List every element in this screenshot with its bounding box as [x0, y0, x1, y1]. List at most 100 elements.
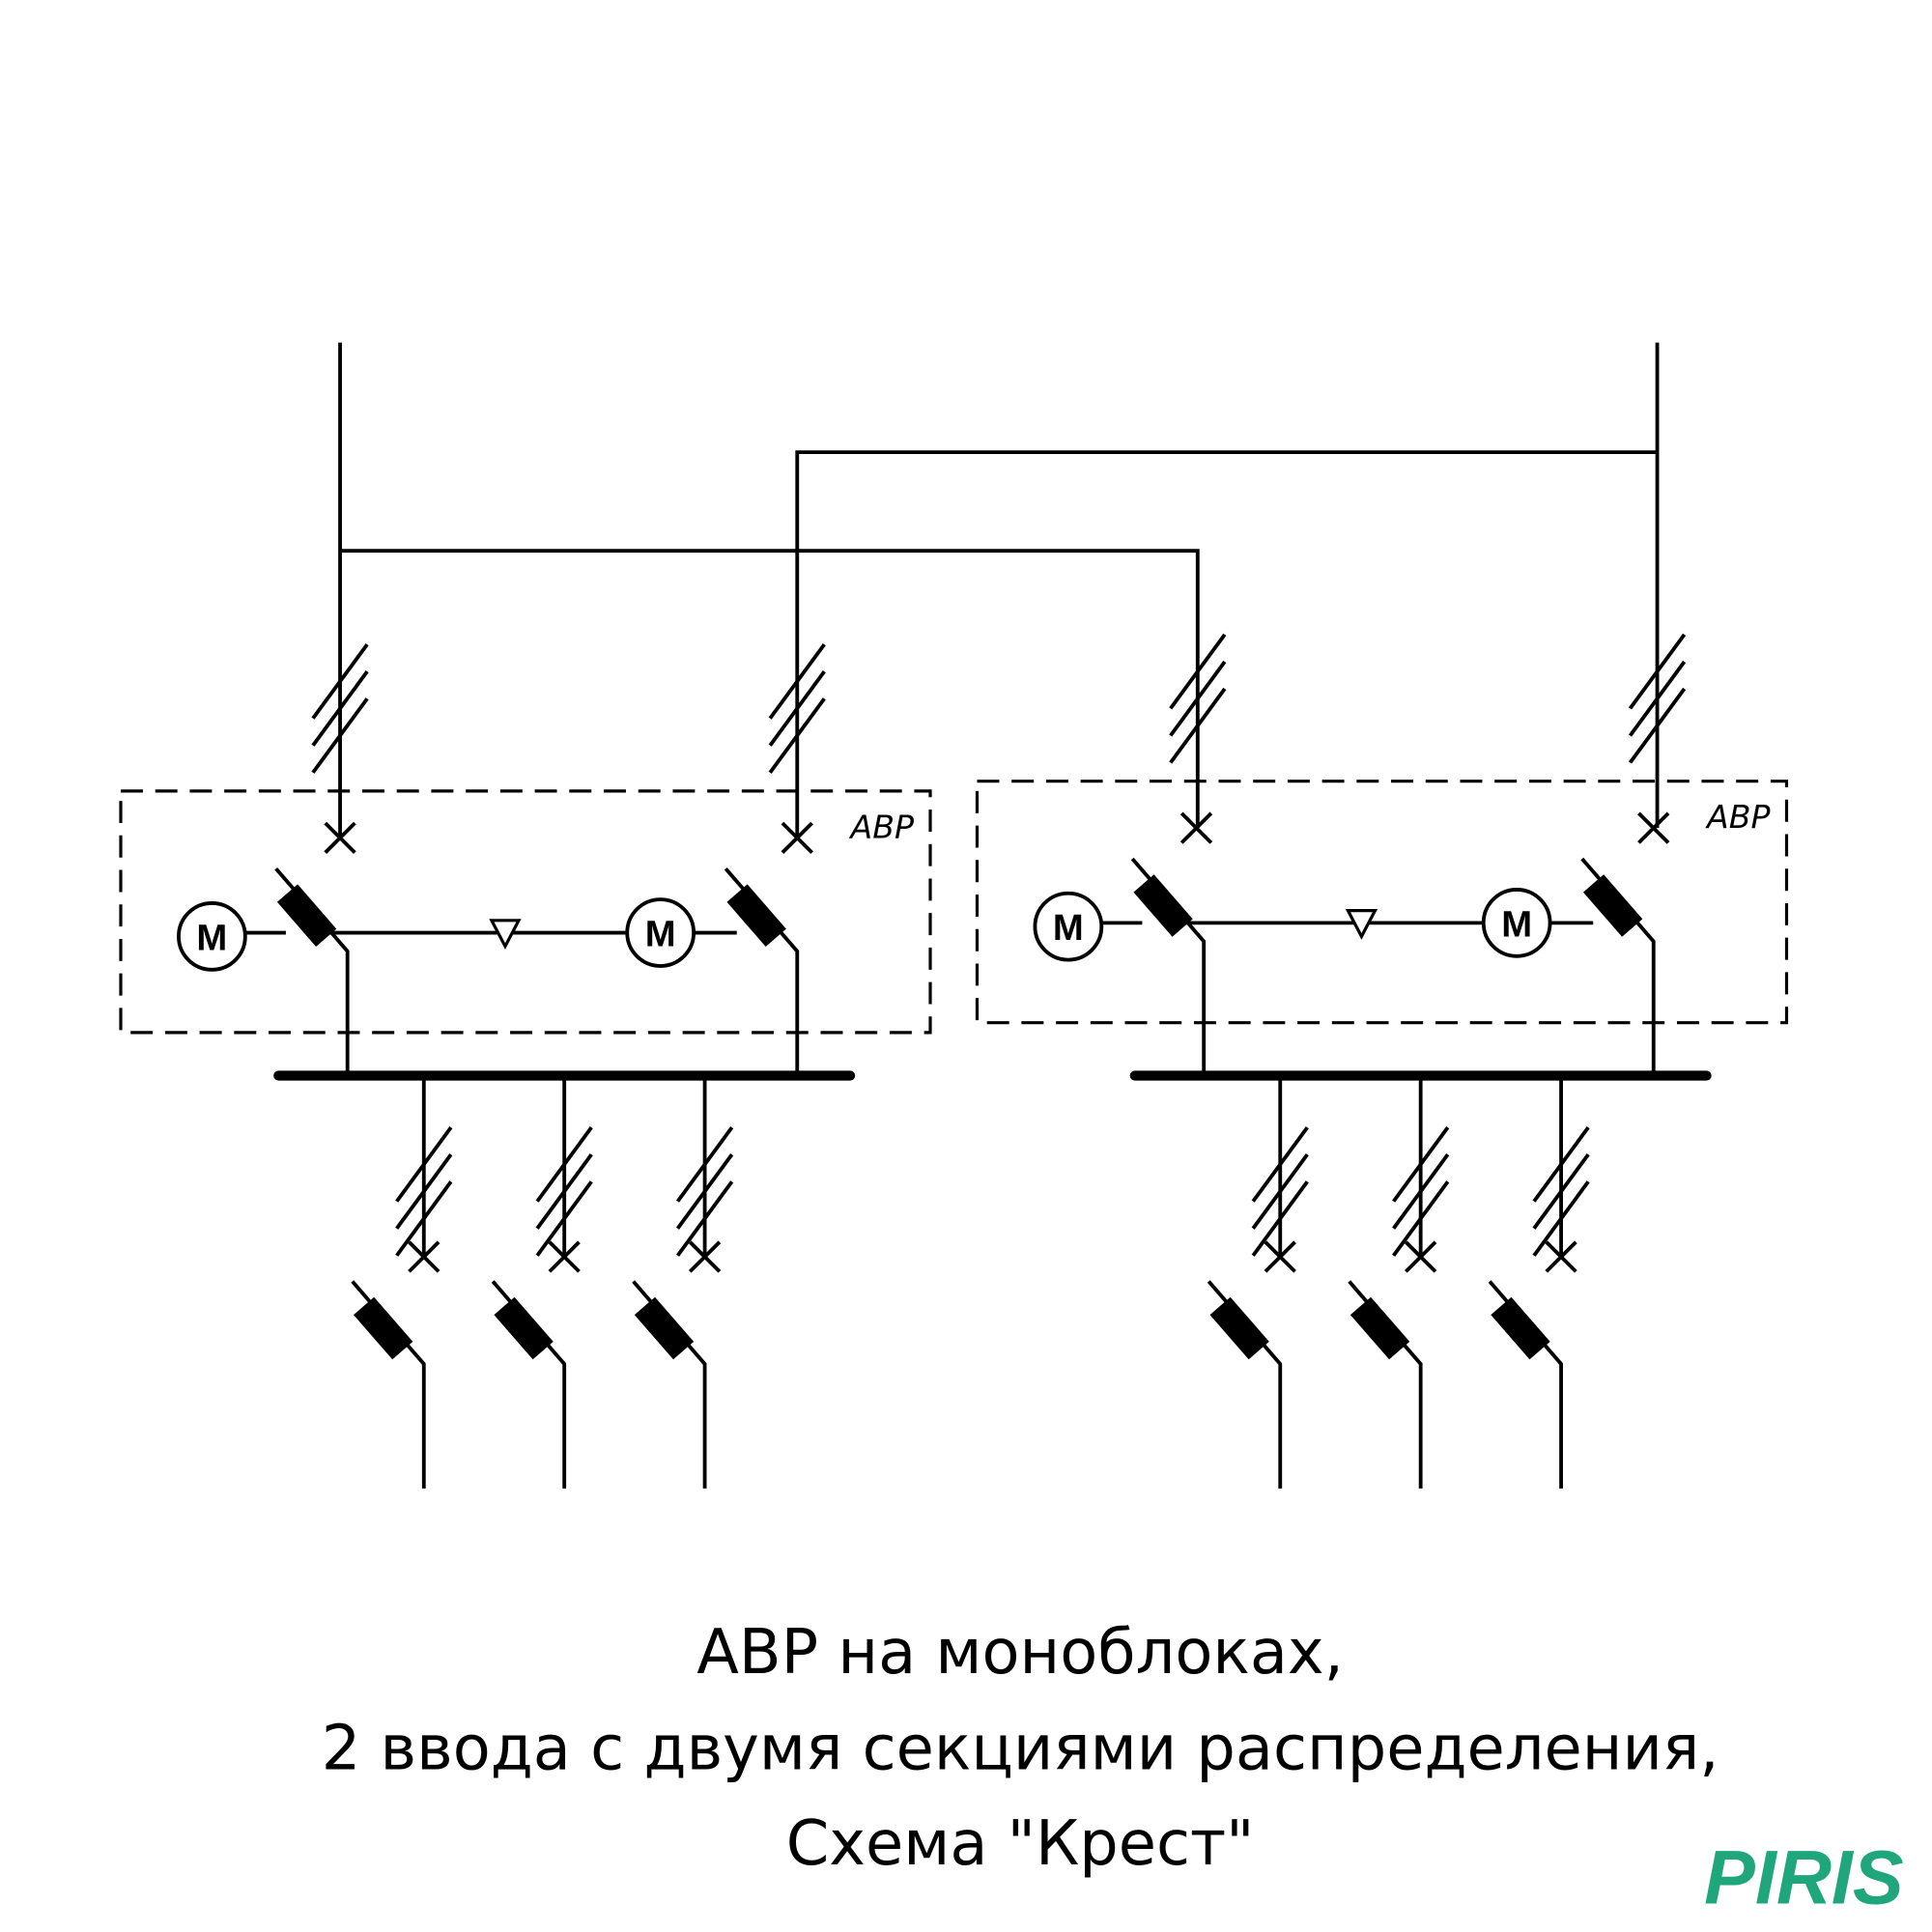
- phase-slash: [675, 1125, 734, 1203]
- section-2-ats-label: АВР: [1705, 798, 1770, 836]
- section-2-feeder-3-breaker: [1488, 1280, 1563, 1489]
- cross-stroke: [324, 821, 356, 855]
- three-phase-mark-input-1: [311, 642, 369, 774]
- breaker-body-icon: [1350, 1296, 1410, 1360]
- section-2-feeder-1-disconnect-icon: [1264, 1240, 1296, 1273]
- section-2-feeder-1-three-phase-mark: [1251, 1125, 1309, 1257]
- phase-slash: [675, 1180, 734, 1257]
- phase-slash: [1628, 633, 1687, 710]
- phase-slash: [1532, 1125, 1590, 1203]
- phase-slash: [1628, 660, 1687, 737]
- cross-stroke: [1405, 1240, 1437, 1273]
- cross-stroke: [408, 1240, 440, 1273]
- breaker-body-icon: [1582, 874, 1643, 937]
- breaker-body-icon: [1133, 874, 1193, 937]
- section-2-ats-boundary: [975, 780, 1789, 1025]
- section-2-input-b-disconnect-icon: [1637, 811, 1670, 844]
- phase-slash: [1251, 1153, 1309, 1230]
- section-2-feeder-3-disconnect-icon: [1545, 1240, 1577, 1273]
- motor-circle-icon: [177, 901, 247, 972]
- phase-slash: [1392, 1180, 1450, 1257]
- phase-slash: [395, 1153, 453, 1230]
- breaker-body-icon: [1209, 1296, 1269, 1360]
- section-1-feeder-1-breaker: [351, 1280, 426, 1489]
- section-1-feeder-1-disconnect-icon: [408, 1240, 440, 1273]
- section-2-feeder-2-three-phase-mark: [1392, 1125, 1450, 1257]
- phase-slash: [311, 697, 369, 774]
- phase-slash: [675, 1153, 734, 1230]
- caption-line-2: 2 ввода с двумя секциями распределения,: [322, 1714, 1719, 1785]
- section-2-breaker-b: [1580, 857, 1656, 1076]
- section-1-motor-a: М: [177, 901, 247, 972]
- phase-slash: [1532, 1153, 1590, 1230]
- caption-line-1: АВР на моноблоках,: [696, 1617, 1344, 1689]
- motor-label: М: [645, 914, 676, 955]
- phase-slash: [535, 1153, 593, 1230]
- section-2-feeder-1-breaker: [1207, 1280, 1283, 1489]
- section-1-breaker-a: [274, 867, 350, 1076]
- cross-stroke: [1179, 811, 1213, 844]
- section-2-interlock-triangle-icon: [1345, 909, 1378, 940]
- phase-slash: [768, 697, 826, 774]
- breaker-body-icon: [1491, 1296, 1550, 1360]
- phase-slash: [1251, 1180, 1309, 1257]
- section-1-input-b-disconnect-icon: [781, 821, 813, 855]
- phase-slash: [1169, 660, 1227, 737]
- section-1-input-a-disconnect-icon: [324, 821, 356, 855]
- breaker-body-icon: [354, 1296, 413, 1360]
- motor-circle-icon: [1481, 888, 1552, 958]
- cross-stroke: [1637, 811, 1670, 844]
- three-phase-mark-input-2: [768, 642, 826, 774]
- phase-slash: [1532, 1180, 1590, 1257]
- cross-stroke: [1264, 1240, 1296, 1273]
- cross-stroke: [1545, 1240, 1577, 1273]
- motor-label: М: [196, 917, 227, 958]
- section-1-ats-label: АВР: [849, 808, 914, 845]
- breaker-body-icon: [276, 884, 337, 948]
- piris-logo: PIRIS: [1704, 1834, 1904, 1920]
- caption-line-3: Схема "Крест": [786, 1808, 1255, 1880]
- phase-slash: [535, 1125, 593, 1203]
- phase-slash: [395, 1125, 453, 1203]
- phase-slash: [768, 642, 826, 720]
- section-1-breaker-b: [724, 867, 800, 1076]
- section-2-feeder-2-disconnect-icon: [1405, 1240, 1437, 1273]
- phase-slash: [395, 1180, 453, 1257]
- cross-link-input1-to-section2: [340, 549, 1200, 829]
- section-1-feeder-3-three-phase-mark: [675, 1125, 734, 1257]
- section-1-feeder-2-breaker: [491, 1280, 567, 1489]
- section-2-feeder-2-breaker: [1348, 1280, 1423, 1489]
- phase-slash: [1251, 1125, 1309, 1203]
- three-phase-mark-input-4: [1628, 633, 1687, 764]
- breaker-body-icon: [494, 1296, 554, 1360]
- phase-slash: [535, 1180, 593, 1257]
- motor-label: М: [1501, 903, 1532, 945]
- section-1-feeder-2-disconnect-icon: [548, 1240, 581, 1273]
- phase-slash: [1392, 1153, 1450, 1230]
- section-2-breaker-a: [1130, 857, 1207, 1076]
- cross-stroke: [688, 1240, 722, 1273]
- section-2-input-a-disconnect-icon: [1179, 811, 1213, 844]
- section-2-feeder-3-three-phase-mark: [1532, 1125, 1590, 1257]
- section-2-motor-a: М: [1033, 891, 1104, 962]
- breaker-body-icon: [634, 1296, 695, 1360]
- section-1-feeder-1-three-phase-mark: [395, 1125, 453, 1257]
- phase-slash: [768, 670, 826, 747]
- section-1-motor-b: М: [625, 897, 696, 968]
- motor-circle-icon: [625, 897, 696, 968]
- motor-circle-icon: [1033, 891, 1104, 962]
- phase-slash: [1169, 687, 1227, 764]
- phase-slash: [311, 670, 369, 747]
- phase-slash: [311, 642, 369, 720]
- section-1-feeder-2-three-phase-mark: [535, 1125, 593, 1257]
- section-1-feeder-3-breaker: [632, 1280, 707, 1489]
- cross-stroke: [781, 821, 813, 855]
- motor-label: М: [1053, 907, 1084, 949]
- cross-stroke: [548, 1240, 581, 1273]
- section-1-interlock-triangle-icon: [489, 919, 522, 951]
- section-1-feeder-3-disconnect-icon: [688, 1240, 722, 1273]
- three-phase-mark-input-3: [1169, 633, 1227, 764]
- phase-slash: [1169, 633, 1227, 710]
